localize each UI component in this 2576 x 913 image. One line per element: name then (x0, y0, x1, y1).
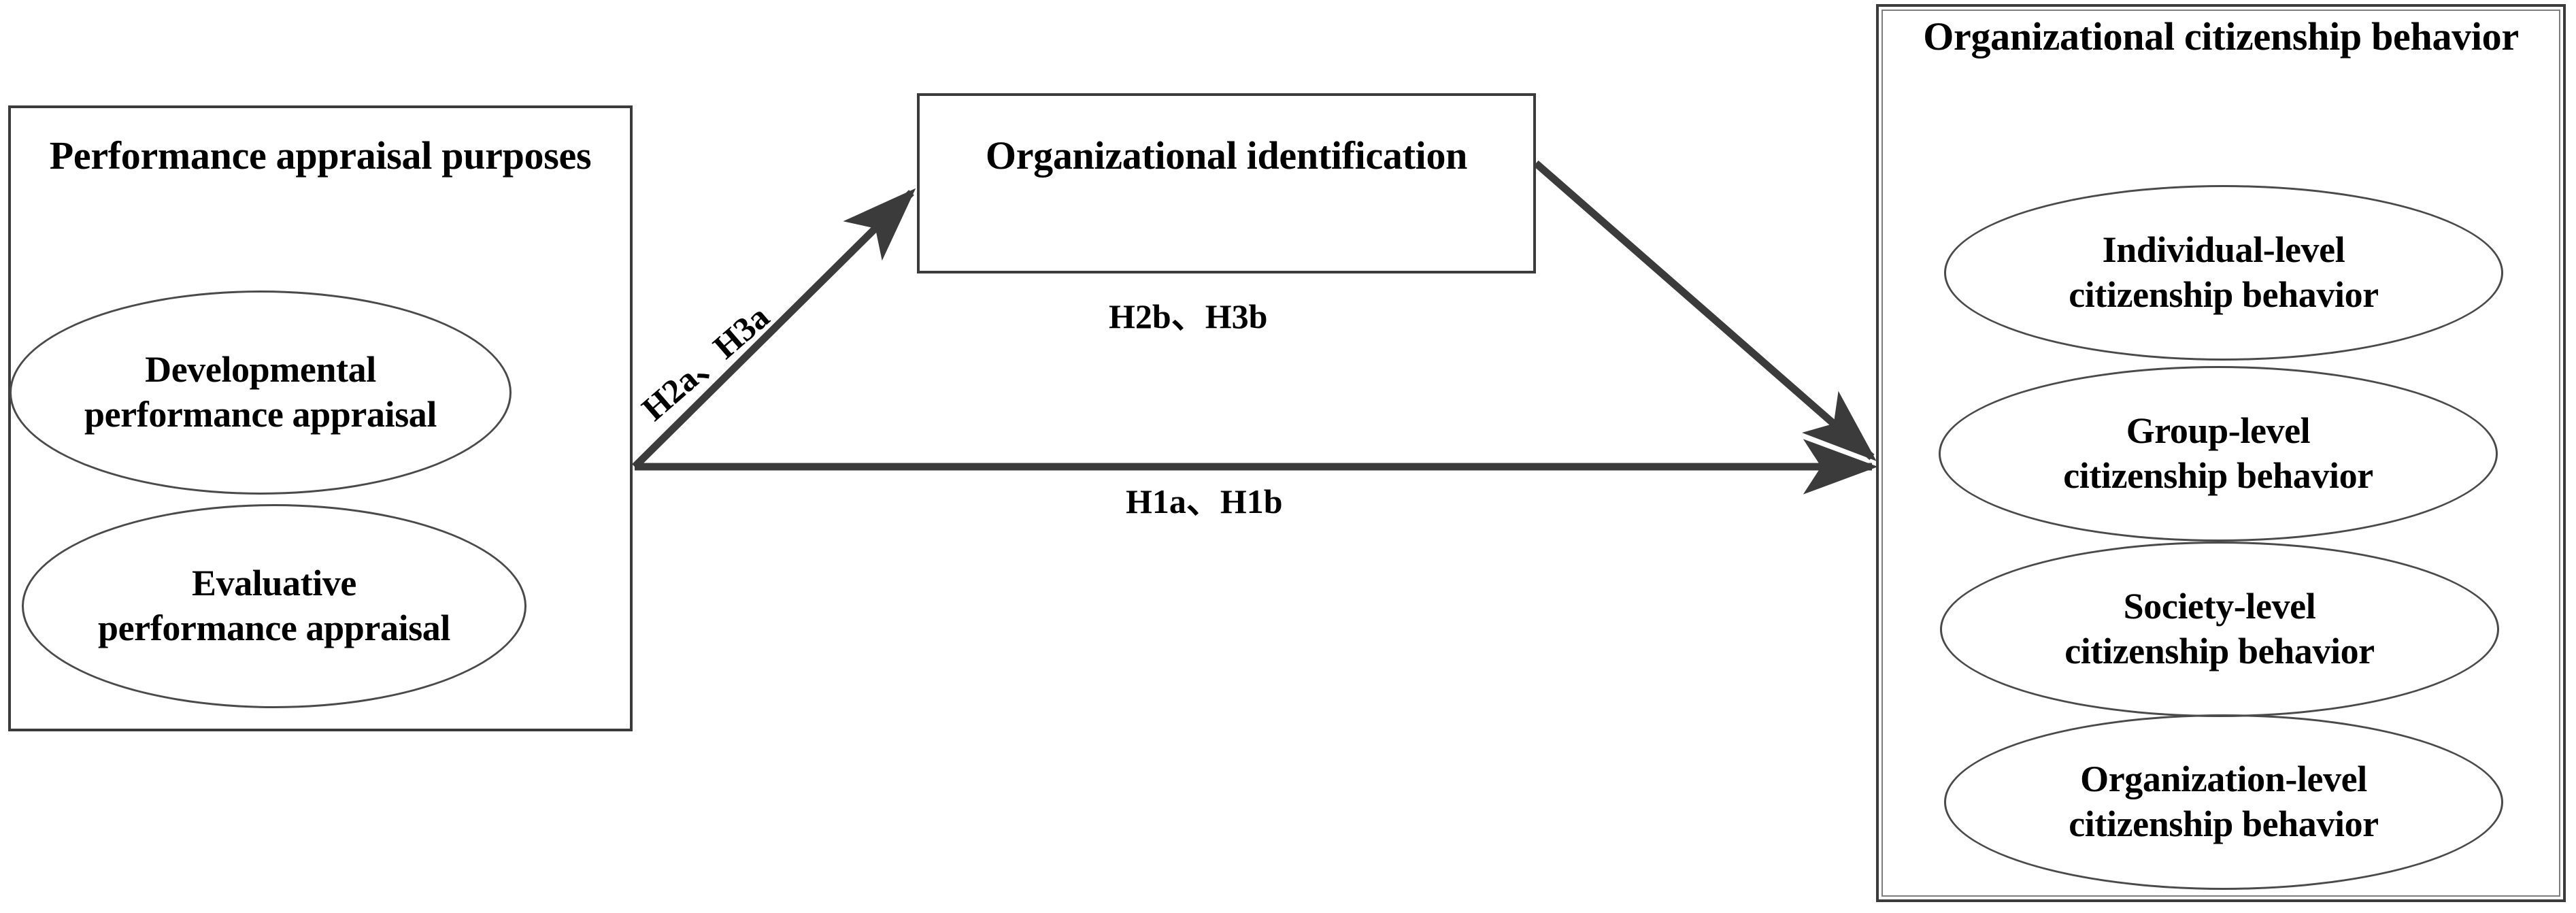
organizational-citizenship-behavior-box: Organizational citizenship behavior Indi… (1876, 4, 2566, 902)
ellipse-developmental-performance-appraisal: Developmental performance appraisal (10, 290, 512, 495)
ellipse-evaluative-performance-appraisal-label: Evaluative performance appraisal (97, 563, 451, 648)
right-panel-heading: Organizational citizenship behavior (1923, 14, 2519, 59)
performance-appraisal-purposes-box: Performance appraisal purposes Developme… (8, 105, 633, 731)
organizational-identification-box: Organizational identification (917, 93, 1536, 273)
ellipse-individual-level-citizenship-behavior: Individual-level citizenship behavior (1944, 185, 2503, 361)
ellipse-group-level-citizenship-behavior-label: Group-level citizenship behavior (2063, 410, 2373, 496)
ellipse-developmental-performance-appraisal-label: Developmental performance appraisal (84, 349, 437, 435)
ellipse-society-level-citizenship-behavior-label: Society-level citizenship behavior (2064, 586, 2375, 671)
ellipse-group-level-citizenship-behavior: Group-level citizenship behavior (1939, 366, 2498, 542)
arrow-identification-to-ocb (1533, 160, 1877, 461)
hypothesis-label-h1a-h1b: H1a、H1b (1126, 482, 1283, 520)
hypothesis-label-h2b-h3b: H2b、H3b (1109, 297, 1268, 335)
organizational-identification-heading: Organizational identification (985, 133, 1468, 178)
ellipse-evaluative-performance-appraisal: Evaluative performance appraisal (22, 504, 526, 708)
ellipse-organization-level-citizenship-behavior: Organization-level citizenship behavior (1944, 714, 2503, 890)
ellipse-individual-level-citizenship-behavior-label: Individual-level citizenship behavior (2069, 229, 2379, 315)
ellipse-society-level-citizenship-behavior: Society-level citizenship behavior (1940, 542, 2499, 717)
ellipse-organization-level-citizenship-behavior-label: Organization-level citizenship behavior (2069, 759, 2379, 844)
hypothesis-label-h2a-h3a: H2a、H3a (634, 297, 777, 428)
left-panel-heading: Performance appraisal purposes (49, 133, 592, 178)
